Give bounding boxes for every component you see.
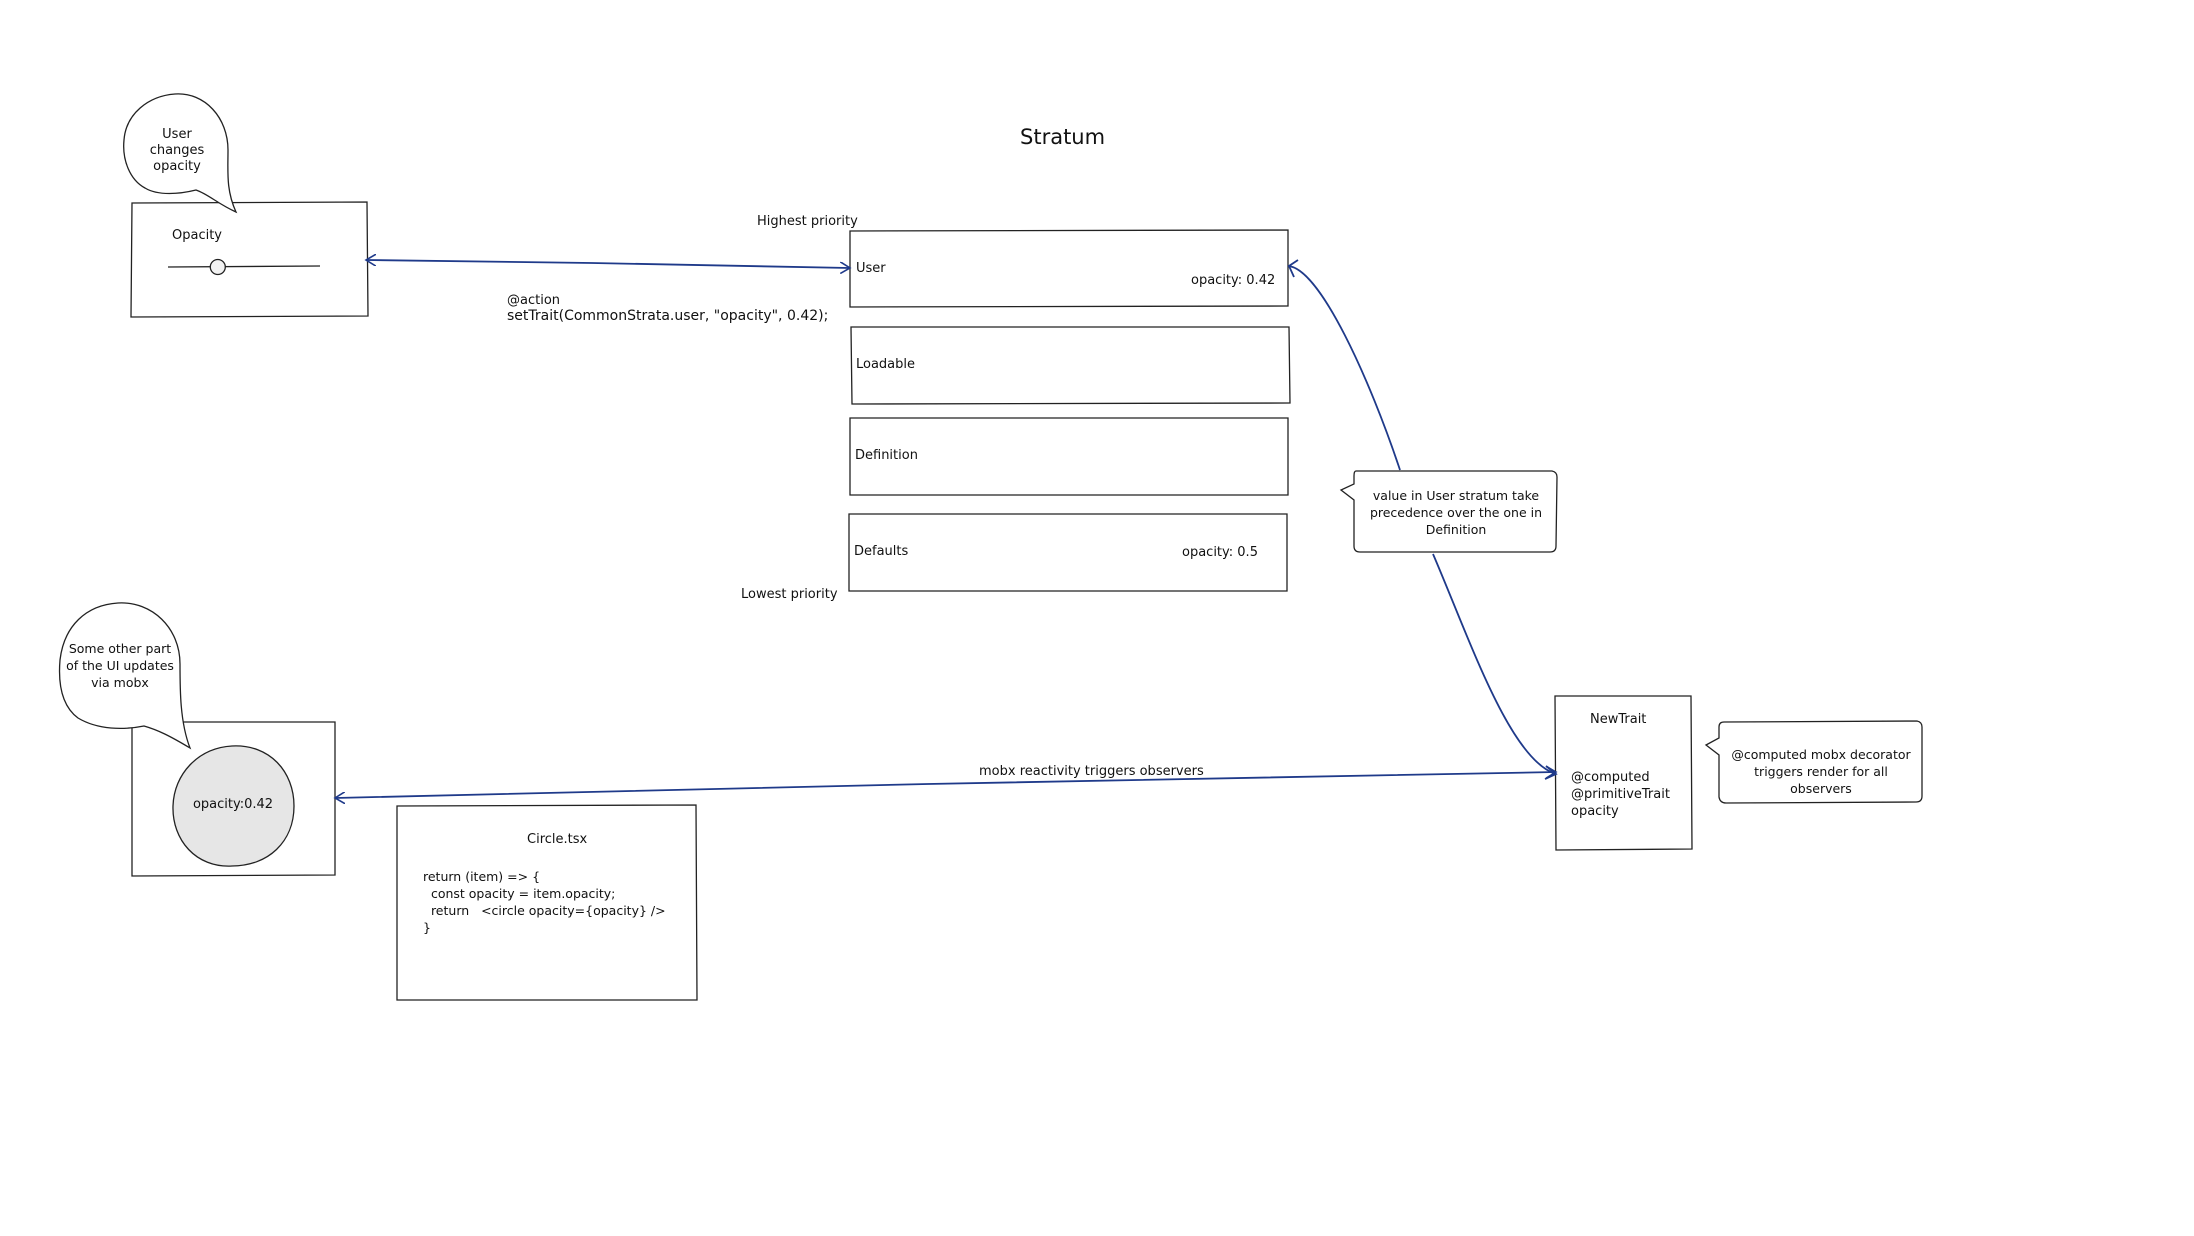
stratum-defaults-name: Defaults — [854, 544, 909, 559]
computed-note-box — [1704, 720, 1923, 804]
stratum-box-user — [849, 229, 1289, 308]
stratum-user-name: User — [856, 261, 886, 276]
highest-priority-label: Highest priority — [757, 214, 858, 229]
new-trait-line-computed: @computed — [1571, 770, 1650, 785]
computed-note-text: @computed mobx decorator triggers render… — [1731, 747, 1911, 796]
action-decorator: @action — [507, 293, 561, 308]
stratum-loadable-name: Loadable — [856, 357, 916, 372]
arrow-slider-to-user-stratum — [366, 260, 850, 268]
slider-label: Opacity — [172, 228, 223, 243]
stratum-definition-name: Definition — [855, 448, 918, 463]
slider-track — [167, 265, 321, 268]
arrow-user-stratum-to-newtrait — [1287, 265, 1557, 775]
precedence-note-box — [1339, 470, 1558, 553]
diagram-title: Stratum — [1020, 125, 1106, 149]
slider-panel — [130, 201, 369, 318]
opacity-circle — [172, 745, 295, 867]
lowest-priority-label: Lowest priority — [741, 587, 838, 602]
code-block: return (item) => { const opacity = item.… — [423, 869, 666, 935]
slider-thumb — [209, 258, 226, 276]
new-trait-line-opacity: opacity — [1571, 804, 1619, 819]
circle-text: opacity:0.42 — [192, 797, 274, 812]
stratum-box-definition — [849, 417, 1289, 496]
arrow-newtrait-to-circle — [335, 772, 1556, 798]
stratum-box-defaults — [848, 513, 1288, 592]
speech-bubble-user — [123, 93, 238, 214]
precedence-note-text: value in User stratum take precedence ov… — [1369, 488, 1543, 537]
code-filename: Circle.tsx — [527, 832, 588, 847]
ui-callout-text: Some other part of the UI updates via mo… — [66, 641, 174, 690]
user-callout-text: User changes opacity — [149, 127, 205, 174]
action-call: setTrait(CommonStrata.user, "opacity", 0… — [507, 308, 829, 324]
stratum-defaults-value: opacity: 0.5 — [1182, 545, 1258, 560]
new-trait-line-primitive: @primitiveTrait — [1571, 787, 1670, 802]
reactivity-label: mobx reactivity triggers observers — [979, 764, 1204, 779]
arrowhead-user-stratum — [1287, 259, 1299, 278]
stratum-user-value: opacity: 0.42 — [1191, 273, 1276, 288]
new-trait-title: NewTrait — [1590, 712, 1647, 727]
stratum-box-loadable — [850, 326, 1291, 405]
speech-bubble-ui — [58, 602, 192, 750]
code-panel — [396, 804, 698, 1001]
